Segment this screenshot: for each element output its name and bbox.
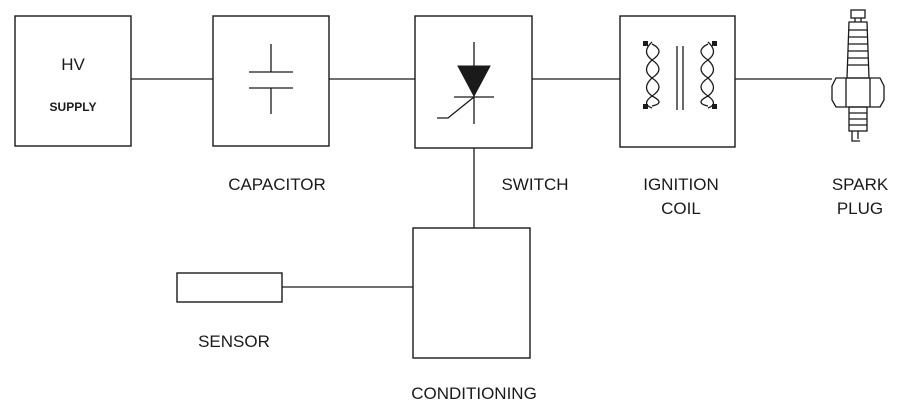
hv-supply-label-line2: SUPPLY: [50, 100, 97, 114]
thyristor-symbol-icon: [437, 42, 494, 124]
ignition-coil-label-line2: COIL: [661, 199, 701, 218]
capacitor-block: CAPACITOR: [212, 15, 330, 194]
conditioning-box: [412, 227, 531, 359]
transformer-symbol-icon: [643, 41, 717, 110]
capacitor-label: CAPACITOR: [228, 175, 326, 194]
sensor-label: SENSOR: [198, 332, 270, 351]
hv-supply-label-line1: HV: [61, 55, 85, 74]
capacitor-box: [212, 15, 330, 147]
conditioning-label: CONDITIONING: [411, 384, 537, 403]
thyristor-triangle: [457, 65, 491, 98]
ignition-coil-block: IGNITION COIL: [619, 15, 736, 218]
spark-plug-icon: [831, 9, 885, 142]
switch-label: SWITCH: [501, 175, 568, 194]
spark-plug-label-line2: PLUG: [837, 199, 883, 218]
spark-plug-label-line1: SPARK: [832, 175, 889, 194]
hv-supply-block: HV SUPPLY: [14, 15, 132, 147]
switch-block: SWITCH: [414, 15, 569, 194]
sensor-block: SENSOR: [176, 272, 283, 351]
sensor-box: [176, 272, 283, 303]
conditioning-block: CONDITIONING: [411, 227, 537, 403]
ignition-coil-label-line1: IGNITION: [643, 175, 719, 194]
hv-supply-box: [14, 15, 132, 147]
capacitor-symbol-icon: [249, 44, 293, 114]
